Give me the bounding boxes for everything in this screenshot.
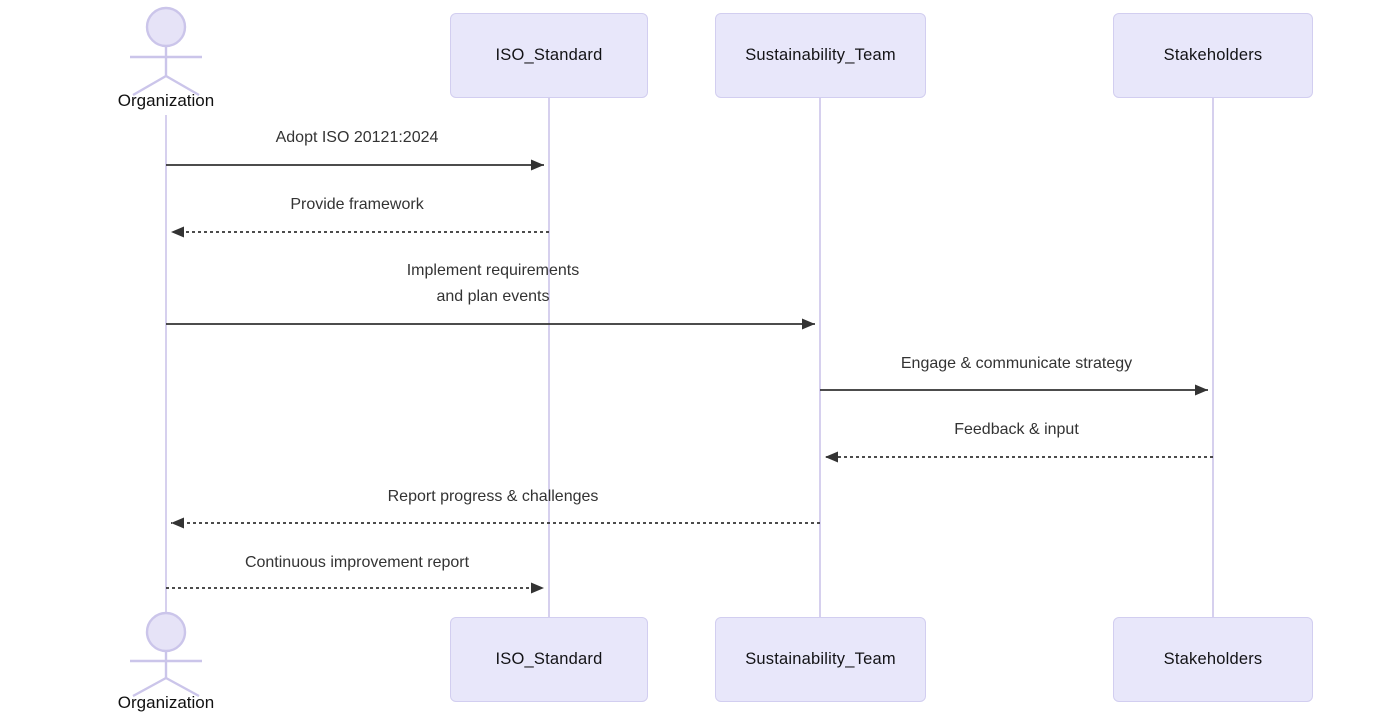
actor-figure-top [130,6,202,97]
participant-sustainability-team-top: Sustainability_Team [715,13,926,98]
participant-iso-standard-bottom: ISO_Standard [450,617,648,702]
actor-head-icon [145,611,187,653]
message-label-adopt-iso: Adopt ISO 20121:2024 [275,129,439,146]
message-label-engage-communicate: Engage & communicate strategy [900,355,1133,372]
actor-label-organization-top: Organization [117,91,215,110]
message-label-provide-framework: Provide framework [290,196,424,213]
participant-sustainability-team-bottom: Sustainability_Team [715,617,926,702]
message-label-implement-requirements: Implement requirements and plan events [406,262,580,305]
actor-figure-bottom [130,611,202,698]
message-label-continuous-improvement: Continuous improvement report [244,554,470,571]
message-label-report-progress: Report progress & challenges [387,488,599,505]
participant-iso-standard-top: ISO_Standard [450,13,648,98]
participant-stakeholders-top: Stakeholders [1113,13,1313,98]
actor-label-organization-bottom: Organization [117,693,215,712]
participant-stakeholders-bottom: Stakeholders [1113,617,1313,702]
actor-head-icon [145,6,187,48]
message-label-feedback-input: Feedback & input [954,421,1079,438]
